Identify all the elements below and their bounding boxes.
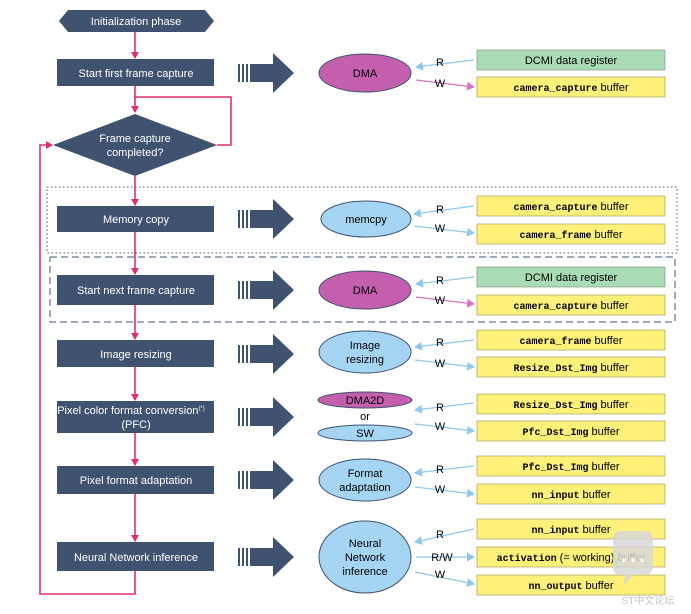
buffer-label: DCMI data register	[525, 272, 618, 284]
dma-engine-1: DMA	[318, 53, 412, 93]
image-resizing-engine-line1: Image	[350, 340, 381, 352]
buffer-label: nn_output buffer	[528, 580, 613, 593]
buffer-nn-input-1: nn_input buffer	[476, 483, 666, 505]
flow-connectors	[39, 32, 232, 595]
nn-inference-engine-line2: Network	[345, 552, 386, 564]
format-adaptation-engine-line1: Format	[348, 468, 383, 480]
buffer-label: camera_capture buffer	[513, 300, 628, 313]
access-w: W	[435, 421, 446, 433]
block-arrow-2	[238, 199, 294, 239]
nn-inference-engine: Neural Network inference	[318, 520, 412, 594]
buffer-camera-capture-3: camera_capture buffer	[476, 294, 666, 316]
sw-engine-label: SW	[356, 428, 374, 440]
access-w: W	[435, 569, 446, 581]
access-rw: R/W	[431, 552, 453, 564]
buffer-label: camera_capture buffer	[513, 82, 628, 95]
start-first-capture-label: Start first frame capture	[79, 68, 194, 80]
decision-line2: completed?	[107, 147, 164, 159]
block-arrow-6	[238, 460, 294, 500]
buffer-dcmi-register-2: DCMI data register	[476, 266, 666, 288]
decision-line1: Frame capture	[99, 133, 171, 145]
dma2d-engine: DMA2D	[317, 391, 413, 409]
buffer-label: DCMI data register	[525, 55, 618, 67]
buffer-label: camera_frame buffer	[519, 335, 622, 348]
buffer-label: camera_frame buffer	[519, 229, 622, 242]
access-w: W	[435, 78, 446, 90]
buffer-resize-dst-img-1: Resize_Dst_Img buffer	[476, 356, 666, 378]
watermark: ST中文论坛	[613, 531, 674, 607]
sw-engine: SW	[317, 424, 413, 442]
image-resizing-box: Image resizing	[57, 340, 214, 367]
block-arrow-5	[238, 397, 294, 437]
block-arrow-1	[238, 53, 294, 93]
pixel-format-adaptation-box: Pixel format adaptation	[57, 466, 214, 494]
buffer-label: Resize_Dst_Img buffer	[513, 399, 628, 412]
access-labels: R W R W R W R W R W R W R R/W W	[431, 57, 453, 581]
access-r: R	[436, 204, 444, 216]
init-phase-label: Initialization phase	[91, 16, 182, 28]
access-r: R	[436, 337, 444, 349]
block-arrow-3	[238, 270, 294, 310]
image-resizing-engine: Image resizing	[318, 330, 412, 374]
nn-inference-label: Neural Network inference	[74, 552, 198, 564]
buffer-camera-frame-2: camera_frame buffer	[476, 329, 666, 351]
access-w: W	[435, 295, 446, 307]
buffer-dcmi-register-1: DCMI data register	[476, 49, 666, 71]
start-next-capture-label: Start next frame capture	[77, 285, 195, 297]
format-adaptation-engine-line2: adaptation	[339, 482, 390, 494]
access-r: R	[436, 57, 444, 69]
buffer-label: nn_input buffer	[531, 524, 610, 537]
access-r: R	[436, 402, 444, 414]
frame-capture-decision: Frame capture completed?	[53, 114, 217, 176]
memcpy-engine-label: memcpy	[345, 214, 387, 226]
nn-inference-box: Neural Network inference	[57, 542, 214, 571]
start-first-capture-box: Start first frame capture	[57, 59, 214, 86]
image-resizing-engine-line2: resizing	[346, 354, 384, 366]
buffer-nn-output: nn_output buffer	[476, 574, 666, 596]
access-r: R	[436, 464, 444, 476]
dma-engine-2-label: DMA	[353, 285, 378, 297]
access-w: W	[435, 358, 446, 370]
buffer-camera-capture-1: camera_capture buffer	[476, 76, 666, 98]
buffer-label: Pfc_Dst_Img buffer	[522, 426, 619, 439]
dma2d-engine-label: DMA2D	[346, 395, 385, 407]
access-w: W	[435, 484, 446, 496]
buffer-pfc-dst-img-1: Pfc_Dst_Img buffer	[476, 420, 666, 442]
buffer-pfc-dst-img-2: Pfc_Dst_Img buffer	[476, 455, 666, 477]
nn-inference-engine-line1: Neural	[349, 538, 381, 550]
buffer-label: nn_input buffer	[531, 489, 610, 502]
buffer-label: Resize_Dst_Img buffer	[513, 362, 628, 375]
buffer-label: camera_capture buffer	[513, 201, 628, 214]
format-adaptation-engine: Format adaptation	[318, 458, 412, 502]
read-write-arrows	[413, 59, 475, 588]
block-arrow-4	[238, 334, 294, 374]
watermark-text: ST中文论坛	[622, 594, 675, 607]
dma-engine-1-label: DMA	[353, 68, 378, 80]
image-resizing-label: Image resizing	[100, 349, 172, 361]
memcpy-engine: memcpy	[320, 200, 412, 238]
nn-inference-engine-line3: inference	[342, 566, 387, 578]
pfc-label-line1: Pixel color format conversion(*)	[57, 405, 205, 417]
start-next-capture-box: Start next frame capture	[57, 275, 214, 305]
memory-copy-label: Memory copy	[103, 214, 170, 226]
next-capture-group-frame	[49, 256, 676, 323]
dma-engine-2: DMA	[318, 270, 412, 310]
access-w: W	[435, 223, 446, 235]
access-r: R	[436, 275, 444, 287]
init-phase-box: Initialization phase	[59, 10, 214, 32]
buffer-resize-dst-img-2: Resize_Dst_Img buffer	[476, 393, 666, 415]
pixel-format-adaptation-label: Pixel format adaptation	[80, 475, 193, 487]
buffer-camera-capture-2: camera_capture buffer	[476, 195, 666, 217]
memory-copy-box: Memory copy	[57, 206, 214, 232]
buffer-label: Pfc_Dst_Img buffer	[522, 461, 619, 474]
block-arrow-7	[238, 537, 294, 577]
access-r: R	[436, 529, 444, 541]
engine-or-label: or	[360, 411, 370, 423]
buffer-camera-frame-1: camera_frame buffer	[476, 223, 666, 245]
pfc-label-line2: (PFC)	[121, 419, 150, 431]
pfc-box: Pixel color format conversion(*) (PFC)	[57, 401, 214, 433]
